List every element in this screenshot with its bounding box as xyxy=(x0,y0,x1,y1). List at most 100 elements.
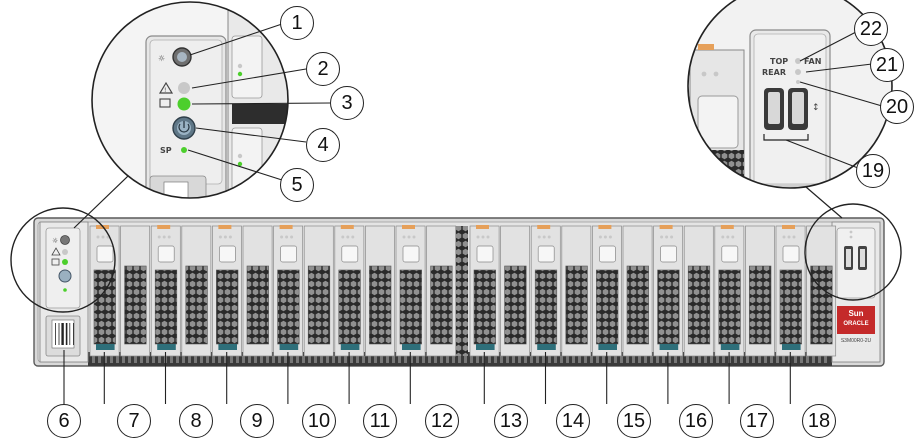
callout-4: 4 xyxy=(306,128,340,162)
rail-vent-slot xyxy=(704,356,707,363)
drive-bay-filler xyxy=(120,225,151,357)
fault-led-icon xyxy=(62,249,68,255)
barcode-bar xyxy=(69,323,71,345)
rail-vent-slot xyxy=(386,356,389,363)
sp-led-icon xyxy=(181,147,187,153)
rail-vent-slot xyxy=(722,356,725,363)
rail-vent-slot xyxy=(788,356,791,363)
drive-bay-filler xyxy=(500,225,531,357)
rail-vent-slot xyxy=(476,356,479,363)
rail-vent-slot xyxy=(752,356,755,363)
rail-vent-slot xyxy=(128,356,131,363)
rail-vent-slot xyxy=(440,356,443,363)
rail-vent-slot xyxy=(422,356,425,363)
rear-label: REAR xyxy=(762,68,786,77)
rail-vent-slot xyxy=(488,356,491,363)
rail-vent-slot xyxy=(572,356,575,363)
rail-vent-slot xyxy=(758,356,761,363)
brand-model-text: S3M00R0-2U xyxy=(841,338,872,344)
rail-vent-slot xyxy=(104,356,107,363)
rail-vent-slot xyxy=(458,356,461,363)
rail-vent-slot xyxy=(800,356,803,363)
rail-vent-slot xyxy=(698,356,701,363)
callout-3: 3 xyxy=(330,86,364,120)
drive-bay xyxy=(714,225,745,357)
drive-leader-lines xyxy=(103,352,791,404)
rail-vent-slot xyxy=(566,356,569,363)
rail-vent-slot xyxy=(416,356,419,363)
callout-14: 14 xyxy=(556,404,590,438)
rail-vent-slot xyxy=(428,356,431,363)
rail-vent-slot xyxy=(614,356,617,363)
rail-vent-slot xyxy=(410,356,413,363)
right-highlight-circle xyxy=(804,203,902,301)
rail-vent-slot xyxy=(110,356,113,363)
usb-icon: ↕ xyxy=(812,103,820,113)
rail-vent-slot xyxy=(92,356,95,363)
drive-bay-filler xyxy=(683,225,714,357)
rail-vent-slot xyxy=(278,356,281,363)
right-ear-panel: Sun ORACLE S3M00R0-2U xyxy=(831,221,881,363)
drive-bay xyxy=(775,225,806,357)
leader-lines xyxy=(63,23,883,404)
sp-label: SP xyxy=(160,146,172,155)
rail-vent-slot xyxy=(374,356,377,363)
rail-vent-slot xyxy=(362,356,365,363)
rail-vent-slot xyxy=(560,356,563,363)
drive-bay-filler xyxy=(365,225,395,357)
rail-vent-slot xyxy=(710,356,713,363)
rail-vent-slot xyxy=(194,356,197,363)
drive-bay-filler xyxy=(561,225,592,357)
svg-text:☼: ☼ xyxy=(158,54,165,63)
ok-icon xyxy=(159,98,171,108)
power-button-icon xyxy=(58,269,72,283)
rail-vent-slot xyxy=(326,356,329,363)
fan-label: FAN xyxy=(804,57,821,66)
left-highlight-circle xyxy=(10,207,116,313)
drive-bay-filler xyxy=(303,225,334,357)
rail-vent-slot xyxy=(392,356,395,363)
ok-led-icon xyxy=(62,259,68,265)
rail-vent-slot xyxy=(308,356,311,363)
rail-vent-slot xyxy=(446,356,449,363)
callout-1: 1 xyxy=(280,6,314,40)
drive-bay xyxy=(592,225,622,357)
callout-15: 15 xyxy=(617,404,651,438)
warning-triangle-icon xyxy=(158,81,174,94)
rail-vent-slot xyxy=(338,356,341,363)
rail-vent-slot xyxy=(200,356,203,363)
overtemp-led-icon xyxy=(796,80,800,84)
callout-17: 17 xyxy=(740,404,774,438)
left-ear-control-panel: ☼ xyxy=(39,221,89,363)
rail-vent-slot xyxy=(776,356,779,363)
rail-vent-slot xyxy=(218,356,221,363)
rail-vent-slot xyxy=(350,356,353,363)
rail-vent-slot xyxy=(314,356,317,363)
drive-bay xyxy=(395,225,426,357)
rail-vent-slot xyxy=(380,356,383,363)
locator-button-icon xyxy=(60,235,70,245)
rail-vent-slot xyxy=(230,356,233,363)
drive-bay xyxy=(530,225,561,357)
drive-bay xyxy=(150,225,181,357)
rail-vent-slot xyxy=(464,356,467,363)
rail-vent-slot xyxy=(482,356,485,363)
rail-vent-slot xyxy=(824,356,827,363)
rail-vent-slot xyxy=(554,356,557,363)
brand-badge xyxy=(837,306,875,334)
fault-led-icon xyxy=(178,82,190,94)
rail-vent-slot xyxy=(236,356,239,363)
rail-vent-slot xyxy=(134,356,137,363)
top-label: TOP xyxy=(770,57,788,66)
rail-vent-slot xyxy=(578,356,581,363)
rail-vent-slot xyxy=(188,356,191,363)
rail-vent-slot xyxy=(806,356,809,363)
rail-vent-slot xyxy=(692,356,695,363)
rail-vent-slot xyxy=(668,356,671,363)
drive-bay xyxy=(89,225,120,357)
sp-led-icon xyxy=(63,288,67,292)
callout-21: 21 xyxy=(870,48,904,82)
rail-vent-slot xyxy=(254,356,257,363)
drive-bay xyxy=(653,225,684,357)
